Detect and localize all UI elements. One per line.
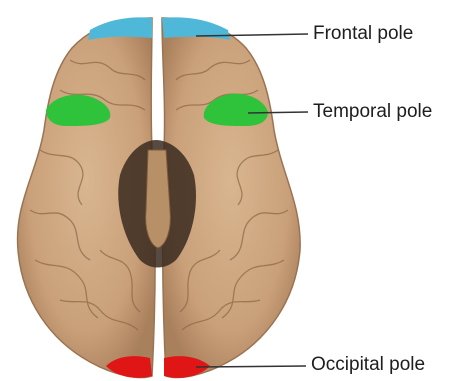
brainstem: [146, 150, 171, 248]
leader-line-occipital: [196, 366, 306, 367]
leader-line-temporal: [248, 112, 308, 113]
frontal-pole-left: [88, 17, 152, 40]
label-frontal-pole: Frontal pole: [313, 24, 413, 43]
frontal-pole-right: [162, 17, 230, 40]
label-temporal-pole: Temporal pole: [313, 102, 432, 121]
label-occipital-pole: Occipital pole: [311, 355, 425, 374]
